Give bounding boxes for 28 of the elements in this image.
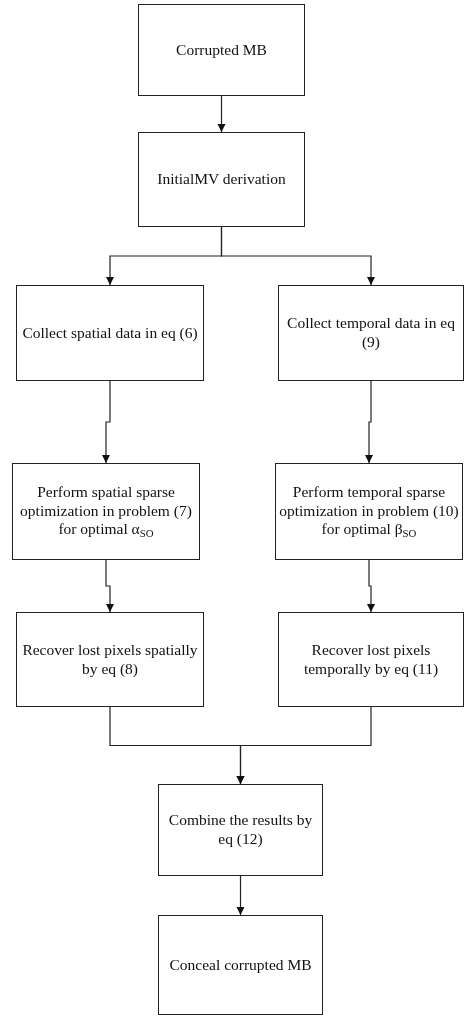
process-box	[16, 285, 204, 381]
process-box	[278, 612, 464, 707]
box-text: Combine the results by eq (12)	[167, 811, 314, 849]
process-box	[138, 4, 305, 96]
arrow	[217, 95, 226, 133]
process-box	[158, 915, 323, 1015]
process-box	[12, 463, 200, 560]
box-text: Recover lost pixels spatially by eq (8)	[21, 640, 199, 679]
arrow	[367, 559, 375, 613]
box-text: Conceal corrupted MB	[169, 955, 312, 975]
arrow	[105, 559, 114, 613]
box-text: Collect temporal data in eq (9)	[286, 314, 456, 352]
arrow	[220, 226, 375, 286]
arrow	[365, 380, 373, 464]
box-text: InitialMV derivation	[157, 170, 286, 189]
arrow	[236, 706, 372, 785]
box-text: Recover lost pixels temporally by eq (11)	[302, 640, 440, 679]
arrow	[236, 875, 245, 916]
process-box	[278, 285, 464, 381]
box-text: Perform temporal sparse optimization in problem (10) for optimal β$_{SO}$	[279, 483, 459, 540]
process-box	[16, 612, 204, 707]
box-text: Corrupted MB	[176, 40, 267, 60]
process-box	[158, 784, 323, 876]
process-box	[138, 132, 305, 227]
box-text: Perform spatial sparse optimization in problem (7) for optimal α$_{SO}$	[19, 483, 193, 540]
process-box	[275, 463, 463, 560]
arrow	[102, 380, 111, 464]
box-text: Collect spatial data in eq (6)	[22, 323, 198, 343]
